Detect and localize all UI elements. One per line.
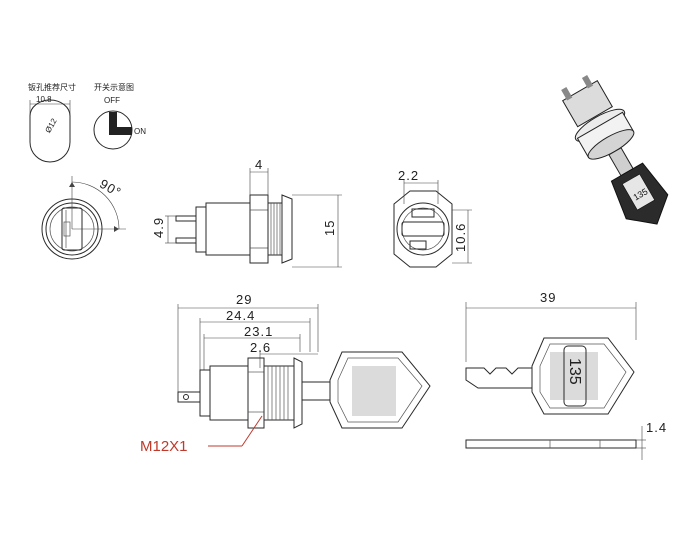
side-pin-dim: 4.9 <box>151 217 166 238</box>
panel-hole-diagram: 钣孔推荐尺寸 10.8 Ø12 <box>28 82 76 163</box>
panel-hole-dia: Ø12 <box>43 116 59 134</box>
side-height-dim: 15 <box>322 220 337 236</box>
dim-2-6: 2.6 <box>250 340 271 355</box>
thread-label: M12X1 <box>140 438 188 455</box>
angle-label: 90° <box>97 176 124 200</box>
dim-24-4: 24.4 <box>226 308 255 323</box>
key-view: 39 135 1.4 <box>465 290 667 460</box>
side-view: 4.9 4 15 <box>151 157 342 268</box>
key-number-label: 135 <box>566 358 583 385</box>
lock-photo: 135 <box>561 75 669 225</box>
dim-23-1: 23.1 <box>244 324 273 339</box>
key-lock-view: 29 24.4 23.1 2.6 <box>140 292 431 455</box>
panel-hole-caption: 钣孔推荐尺寸 <box>28 82 76 92</box>
panel-hole-width: 10.8 <box>36 95 52 104</box>
dim-29: 29 <box>236 292 252 307</box>
switch-on-label: ON <box>134 127 146 136</box>
end-top-dim: 2.2 <box>398 168 419 183</box>
switch-caption: 开关示意图 <box>94 82 134 92</box>
switch-diagram: 开关示意图 OFF ON <box>93 82 146 150</box>
front-view: 90° <box>41 176 126 260</box>
key-thickness-dim: 1.4 <box>646 420 667 435</box>
end-height-dim: 10.6 <box>453 223 468 252</box>
side-top-dim: 4 <box>255 157 263 172</box>
key-length-dim: 39 <box>540 290 556 305</box>
switch-off-label: OFF <box>104 96 120 105</box>
end-view: 2.2 10.6 <box>393 168 472 268</box>
